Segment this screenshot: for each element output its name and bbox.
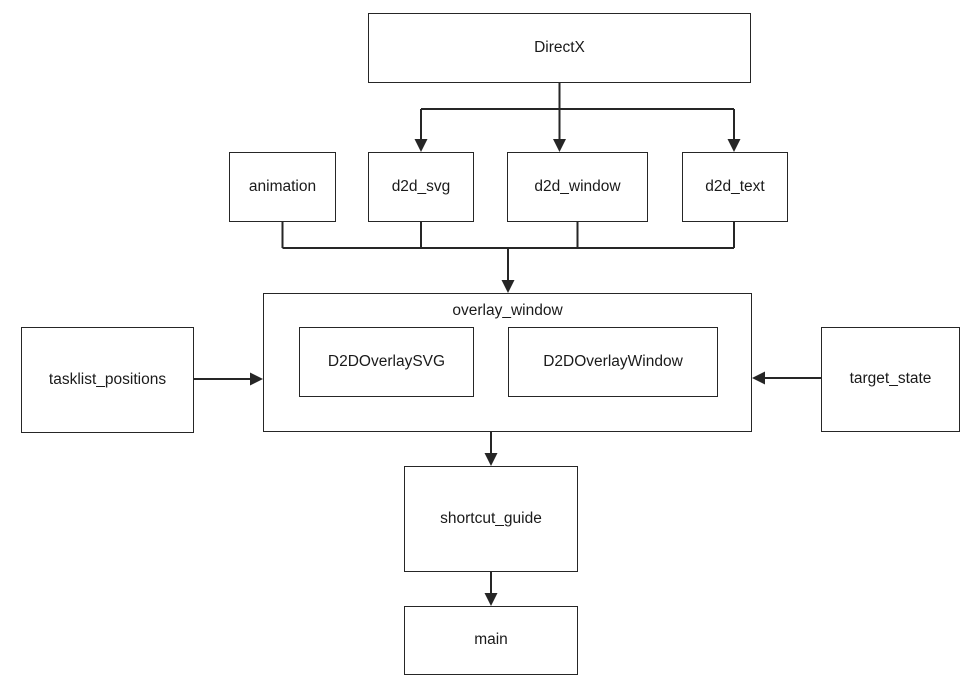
node-d2d-text: d2d_text xyxy=(682,152,788,222)
arrowhead-down-icon xyxy=(484,453,498,466)
arrowhead-down-icon xyxy=(414,139,428,152)
node-tasklist-positions-label: tasklist_positions xyxy=(48,370,167,388)
node-animation-label: animation xyxy=(248,177,317,195)
node-target-state-label: target_state xyxy=(849,370,932,388)
node-main: main xyxy=(404,606,578,675)
node-d2d-overlay-svg: D2DOverlaySVG xyxy=(299,327,474,397)
arrowhead-down-icon xyxy=(484,593,498,606)
arrowhead-down-icon xyxy=(727,139,741,152)
node-animation: animation xyxy=(229,152,336,222)
node-d2d-svg-label: d2d_svg xyxy=(391,177,451,195)
edge-directx-to-d2d-text xyxy=(727,109,741,152)
node-overlay-window-label: overlay_window xyxy=(452,302,563,319)
edge-shortcut-to-main xyxy=(484,572,498,606)
node-directx-label: DirectX xyxy=(534,38,585,56)
edge-directx-branch xyxy=(421,83,734,110)
node-d2d-overlay-window-label: D2DOverlayWindow xyxy=(543,352,683,370)
node-d2d-svg: d2d_svg xyxy=(368,152,474,222)
edge-target-to-overlay xyxy=(752,371,821,385)
node-d2d-text-label: d2d_text xyxy=(705,177,765,195)
edge-tasklist-to-overlay xyxy=(194,372,263,386)
arrowhead-down-icon xyxy=(553,139,566,152)
node-d2d-overlay-svg-label: D2DOverlaySVG xyxy=(327,352,446,370)
node-shortcut-guide: shortcut_guide xyxy=(404,466,578,572)
arrowhead-down-icon xyxy=(501,280,515,293)
arrowhead-left-icon xyxy=(752,371,765,385)
node-directx: DirectX xyxy=(368,13,751,83)
edge-overlay-to-shortcut xyxy=(484,432,498,466)
node-d2d-window: d2d_window xyxy=(507,152,648,222)
node-shortcut-guide-label: shortcut_guide xyxy=(440,509,542,527)
node-target-state: target_state xyxy=(821,327,960,432)
node-d2d-window-label: d2d_window xyxy=(534,177,621,195)
arrowhead-right-icon xyxy=(250,372,263,386)
node-main-label: main xyxy=(474,631,508,649)
edge-directx-to-d2d-svg xyxy=(414,109,428,152)
node-tasklist-positions: tasklist_positions xyxy=(21,327,194,433)
node-d2d-overlay-window: D2DOverlayWindow xyxy=(508,327,718,397)
edge-merge-into-overlay xyxy=(281,221,735,293)
edge-directx-to-d2d-window xyxy=(553,109,566,152)
